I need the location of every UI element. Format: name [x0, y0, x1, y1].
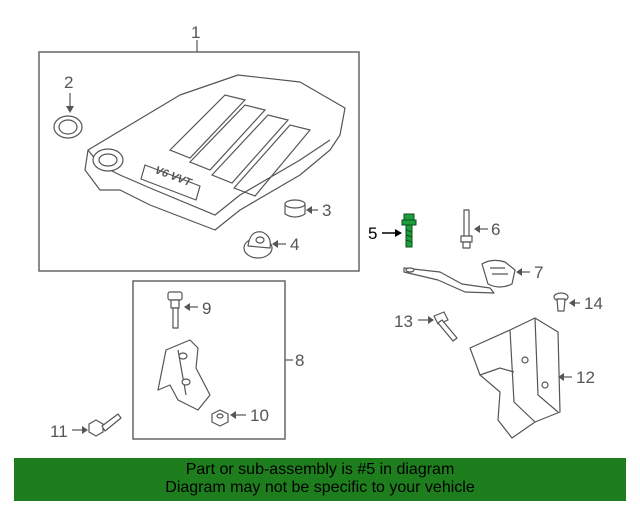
group-box-1: [38, 51, 360, 272]
callout-3[interactable]: 3: [322, 201, 331, 220]
bolt-part-11[interactable]: [88, 413, 122, 437]
bolt-part-9[interactable]: [167, 291, 183, 329]
bracket-part[interactable]: [403, 259, 516, 294]
mount-insulator-part[interactable]: [243, 231, 273, 259]
engine-cover-part[interactable]: V6 VVT: [84, 74, 346, 231]
grommet-part[interactable]: [284, 199, 306, 218]
push-clip-part[interactable]: [553, 292, 569, 312]
callout-9[interactable]: 9: [202, 299, 211, 318]
callout-7[interactable]: 7: [534, 263, 543, 282]
o-ring-part[interactable]: [53, 115, 83, 139]
parts-diagram: 1 2 V6 VVT 3 4: [38, 23, 603, 441]
callout-1[interactable]: 1: [191, 23, 200, 42]
callout-14[interactable]: 14: [584, 294, 603, 313]
nut-part-10[interactable]: [211, 409, 229, 427]
banner-line-2: Diagram may not be specific to your vehi…: [165, 479, 475, 496]
callout-6[interactable]: 6: [491, 220, 500, 239]
mount-bracket-part[interactable]: [157, 339, 211, 411]
bolt-part-13[interactable]: [433, 311, 458, 342]
callout-13[interactable]: 13: [394, 312, 413, 331]
shield-bracket-part[interactable]: [469, 317, 561, 439]
bolt-part-5[interactable]: [401, 213, 417, 248]
callout-8[interactable]: 8: [295, 351, 304, 370]
callout-5[interactable]: 5: [368, 224, 377, 243]
callout-11[interactable]: 11: [50, 422, 68, 441]
stud-bolt-part[interactable]: [460, 209, 473, 249]
callout-10[interactable]: 10: [250, 406, 269, 425]
callout-12[interactable]: 12: [576, 368, 595, 387]
callout-2[interactable]: 2: [64, 73, 73, 92]
callout-4[interactable]: 4: [290, 235, 299, 254]
banner-line-1: Part or sub-assembly is #5 in diagram: [185, 461, 455, 478]
info-banner: Part or sub-assembly is #5 in diagram Di…: [14, 458, 626, 501]
